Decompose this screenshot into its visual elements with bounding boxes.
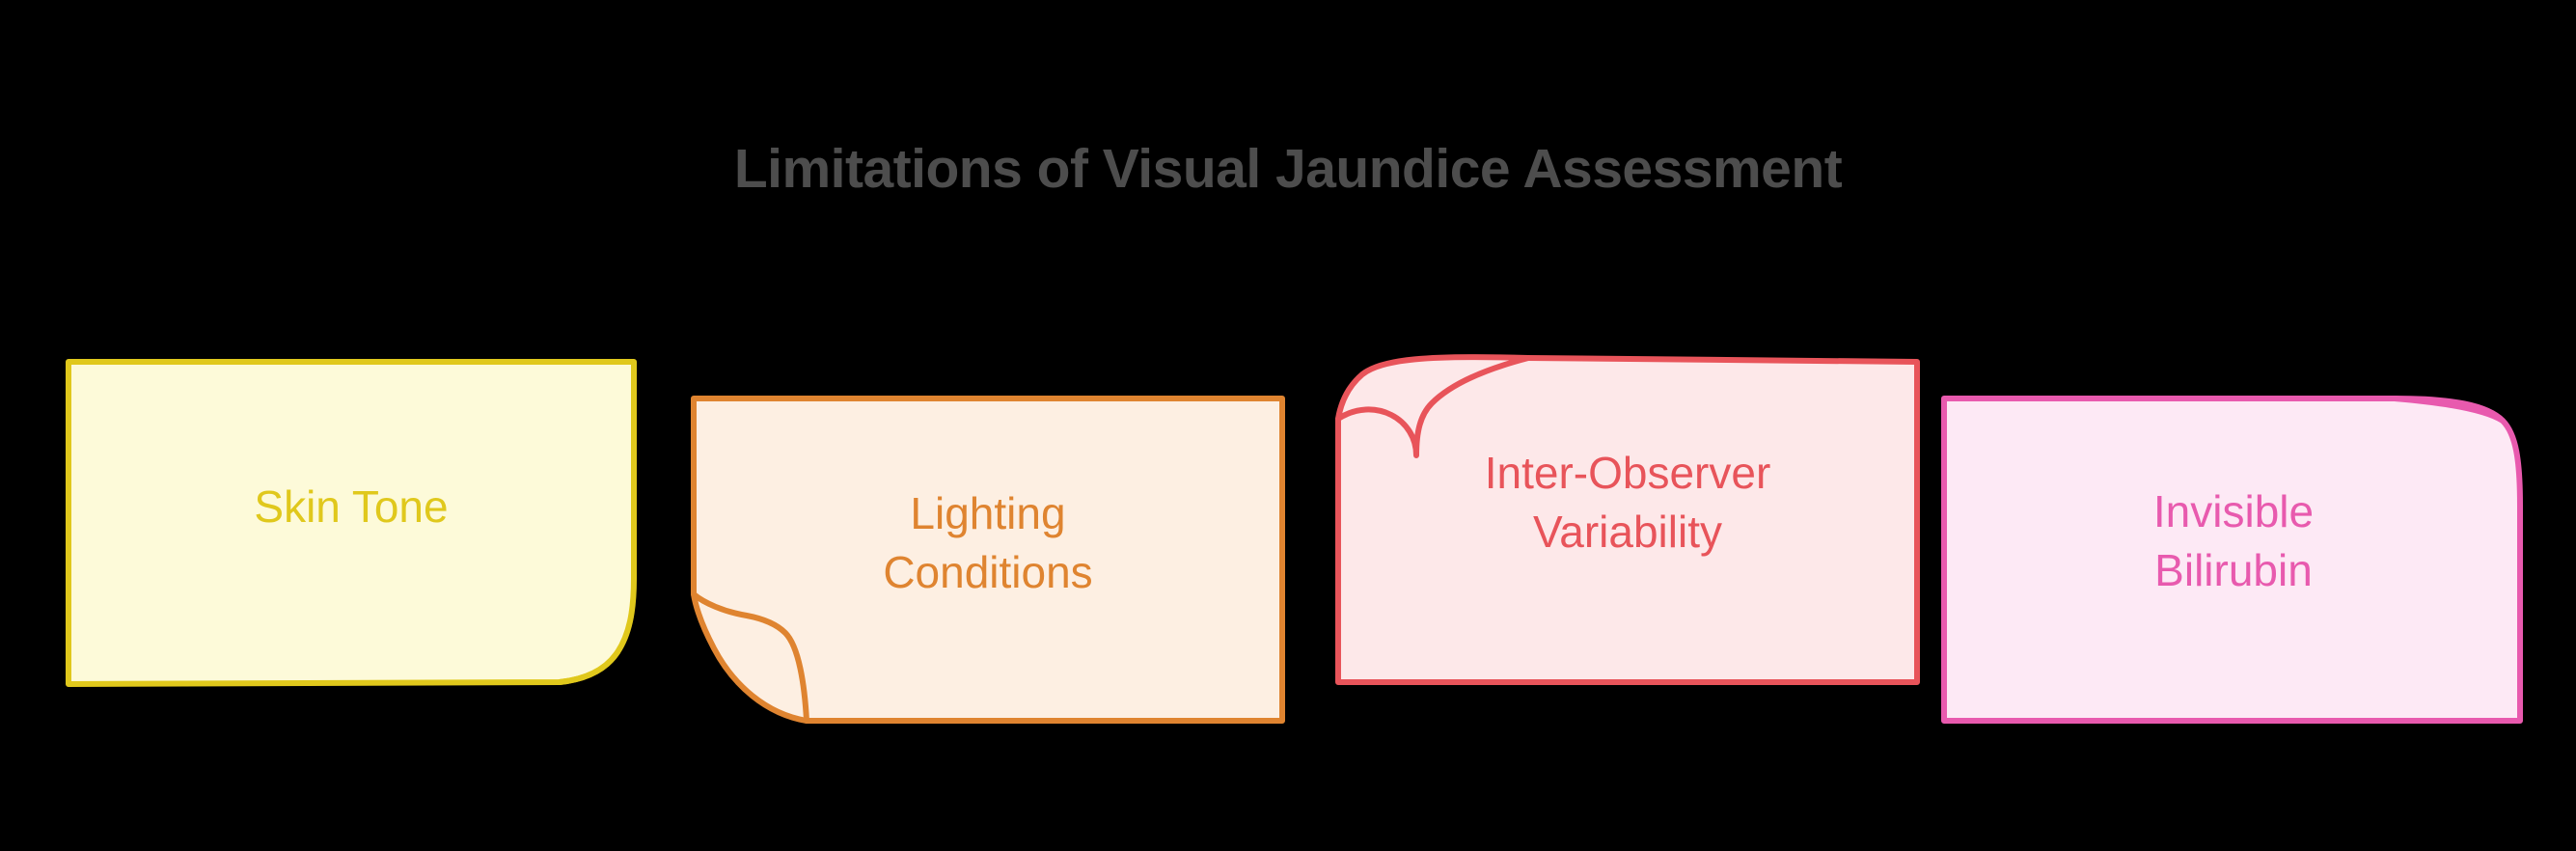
sticky-note-icon (66, 359, 637, 687)
card-invisible-bilirubin[interactable]: Invisible Bilirubin (1941, 394, 2526, 724)
sticky-note-icon (691, 396, 1285, 724)
page-title: Limitations of Visual Jaundice Assessmen… (733, 138, 1843, 200)
card-lighting-conditions[interactable]: Lighting Conditions (691, 396, 1285, 724)
sticky-note-icon (1941, 396, 2523, 724)
sticky-note-icon (1335, 354, 1920, 685)
card-skin-tone[interactable]: Skin Tone (66, 359, 637, 687)
card-inter-observer[interactable]: Inter-Observer Variability (1335, 354, 1920, 685)
